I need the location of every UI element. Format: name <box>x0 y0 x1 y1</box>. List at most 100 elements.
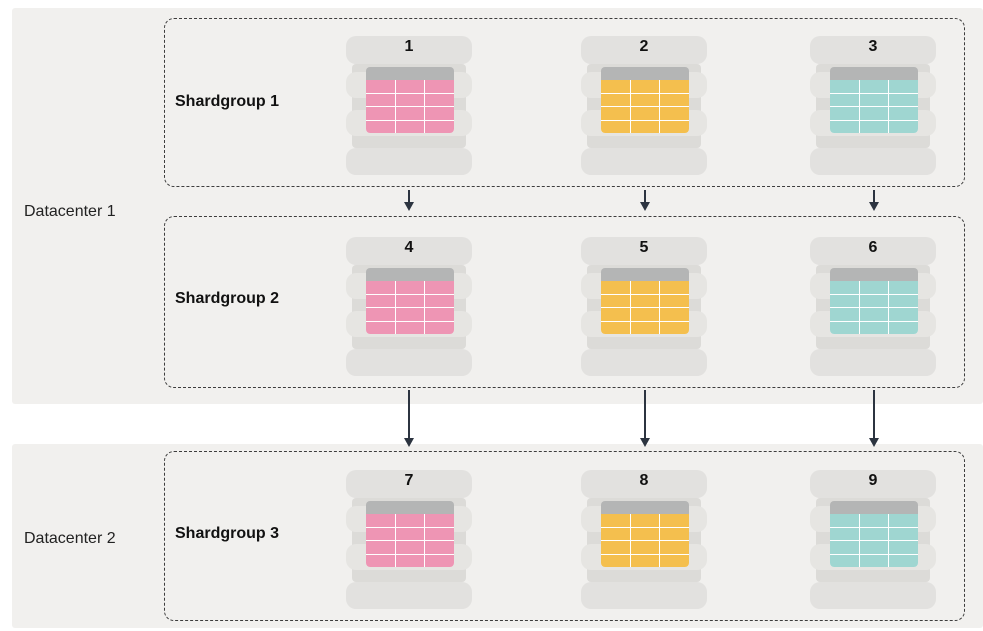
database-cylinder-bottom <box>581 349 707 376</box>
table-cell <box>601 527 630 540</box>
table-cell <box>395 281 425 294</box>
shard-2: 2 <box>581 36 707 175</box>
shard-6: 6 <box>810 237 936 376</box>
database-cylinder-top <box>581 237 707 265</box>
table-cell <box>859 554 889 567</box>
table-cell <box>889 554 918 567</box>
table-cell <box>601 120 630 133</box>
shardgroup-1-label: Shardgroup 1 <box>175 93 280 110</box>
shardgroup-3-box <box>164 451 965 621</box>
table-cell <box>395 514 425 527</box>
table-header <box>830 67 918 80</box>
table-cell <box>889 514 918 527</box>
table-cell <box>859 308 889 321</box>
shard-5: 5 <box>581 237 707 376</box>
table-cell <box>366 107 395 120</box>
table-cell <box>830 514 859 527</box>
database-cylinder-bottom <box>346 582 472 609</box>
replication-arrow <box>404 390 414 448</box>
table-cell <box>366 554 395 567</box>
shard-3: 3 <box>810 36 936 175</box>
table-cell <box>889 107 918 120</box>
shard-number: 3 <box>868 38 878 55</box>
shard-number: 4 <box>404 239 414 256</box>
table-cell <box>889 527 918 540</box>
table-cell <box>366 308 395 321</box>
table-cell <box>859 120 889 133</box>
table-cell <box>425 541 454 554</box>
table-cell <box>366 281 395 294</box>
table-header <box>366 268 454 281</box>
table-cell <box>830 120 859 133</box>
table-header <box>366 67 454 80</box>
table-cell <box>601 281 630 294</box>
table-cell <box>601 294 630 307</box>
database-cylinder-bottom <box>810 582 936 609</box>
table-cell <box>859 281 889 294</box>
table-cell <box>889 93 918 106</box>
database-cylinder-top <box>346 237 472 265</box>
table-header <box>366 501 454 514</box>
table-cell <box>660 321 689 334</box>
table-cell <box>830 93 859 106</box>
shard-number: 8 <box>639 472 649 489</box>
table-cell <box>630 120 660 133</box>
table-header <box>830 268 918 281</box>
table-cell <box>630 107 660 120</box>
table-cell <box>660 541 689 554</box>
table-cell <box>830 281 859 294</box>
table-cell <box>630 281 660 294</box>
shard-number: 7 <box>404 472 414 489</box>
table-cell <box>859 80 889 93</box>
table-cell <box>601 93 630 106</box>
table-cell <box>366 120 395 133</box>
table-cell <box>601 321 630 334</box>
shardgroup-1-box <box>164 18 965 187</box>
table-cell <box>395 527 425 540</box>
table-cell <box>601 80 630 93</box>
table-cell <box>630 527 660 540</box>
table-cell <box>395 80 425 93</box>
database-cylinder-top <box>810 36 936 64</box>
table-cell <box>889 541 918 554</box>
table-cell <box>630 541 660 554</box>
shard-9: 9 <box>810 470 936 609</box>
table-cell <box>630 514 660 527</box>
table-cell <box>366 80 395 93</box>
table-icon <box>366 281 454 334</box>
shard-4: 4 <box>346 237 472 376</box>
shard-number: 5 <box>639 239 649 256</box>
table-cell <box>601 541 630 554</box>
datacenter-1-label: Datacenter 1 <box>24 203 116 220</box>
table-cell <box>660 527 689 540</box>
table-cell <box>425 107 454 120</box>
shard-number: 1 <box>404 38 414 55</box>
table-cell <box>395 541 425 554</box>
replication-arrow <box>640 190 650 212</box>
table-cell <box>889 294 918 307</box>
table-cell <box>660 120 689 133</box>
table-cell <box>660 93 689 106</box>
table-cell <box>830 321 859 334</box>
table-icon <box>601 80 689 133</box>
shard-number: 6 <box>868 239 878 256</box>
table-cell <box>366 541 395 554</box>
table-icon <box>601 514 689 567</box>
table-cell <box>660 554 689 567</box>
table-cell <box>366 514 395 527</box>
table-cell <box>859 514 889 527</box>
table-header <box>601 268 689 281</box>
table-cell <box>395 308 425 321</box>
table-icon <box>366 80 454 133</box>
table-cell <box>601 308 630 321</box>
table-cell <box>601 554 630 567</box>
table-cell <box>395 294 425 307</box>
replication-arrow <box>404 190 414 212</box>
database-cylinder-bottom <box>581 582 707 609</box>
table-cell <box>660 80 689 93</box>
database-cylinder-bottom <box>346 148 472 175</box>
table-icon <box>830 80 918 133</box>
table-cell <box>395 107 425 120</box>
table-cell <box>601 514 630 527</box>
